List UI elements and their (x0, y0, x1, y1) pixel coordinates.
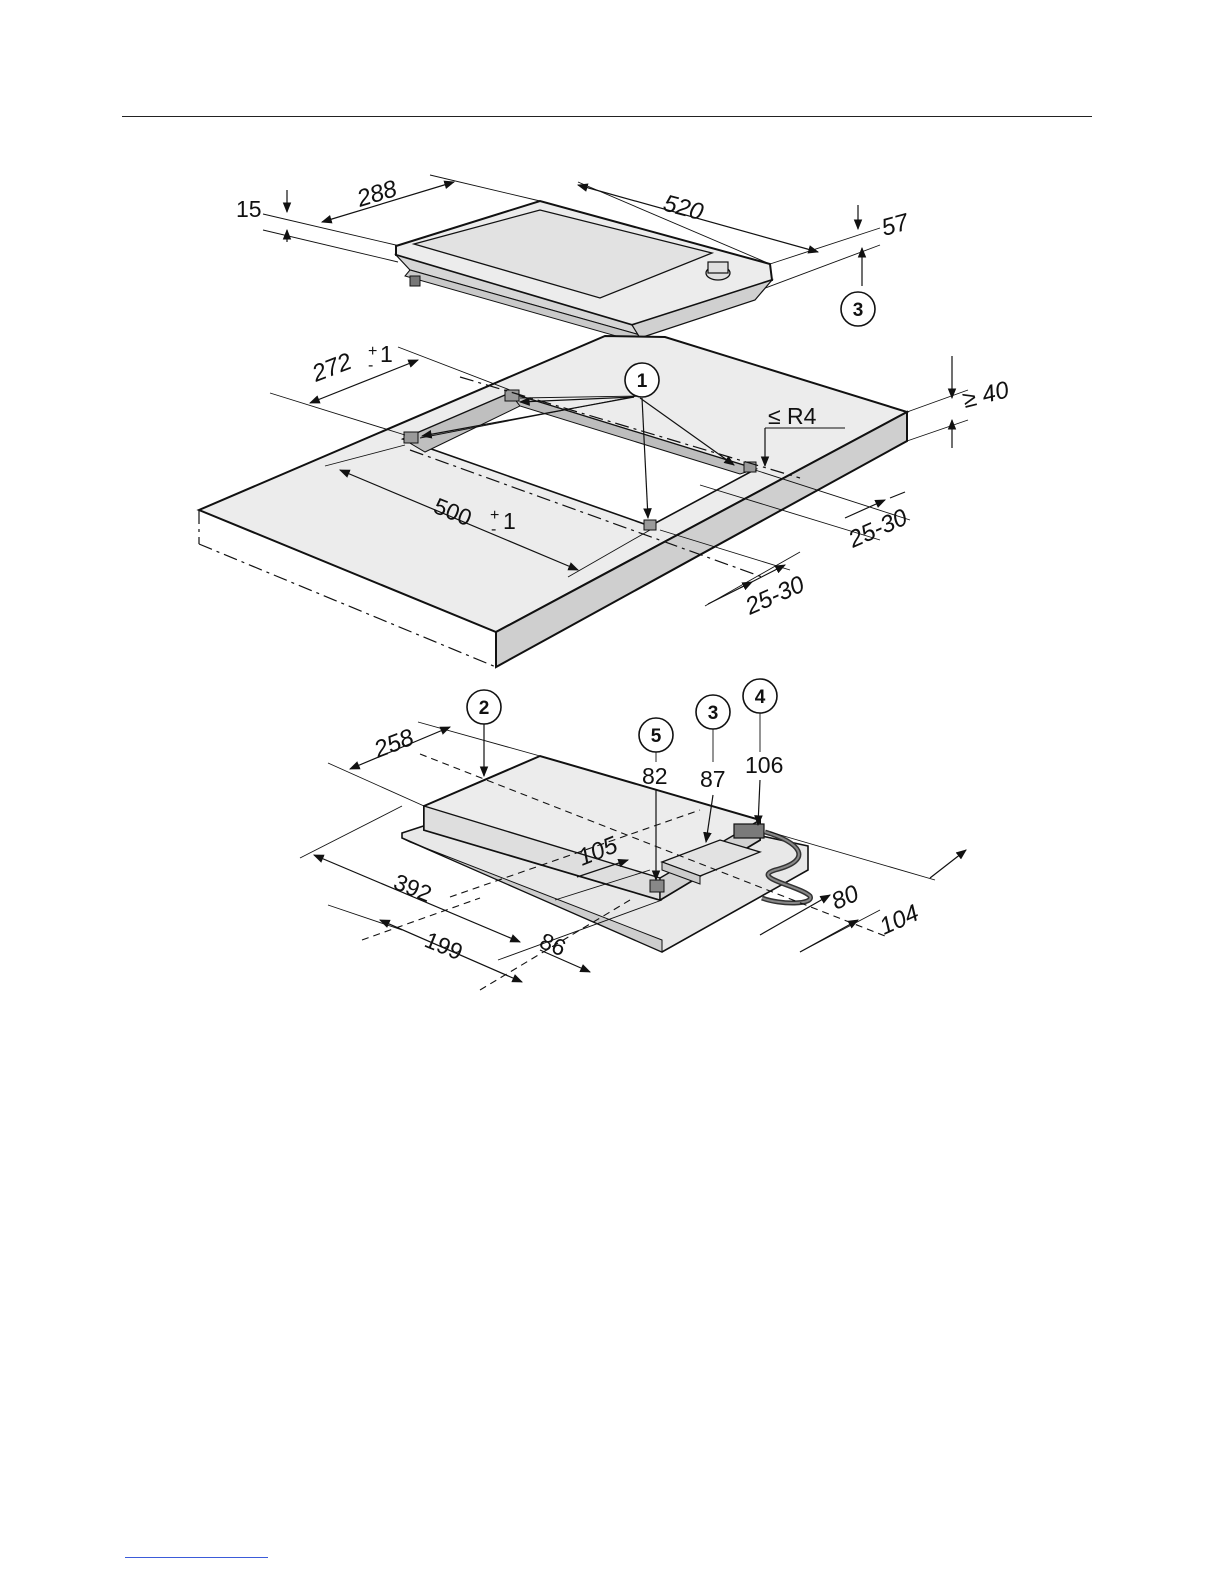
dim-520: 520 (660, 190, 706, 227)
bottom-link-rule (125, 1557, 268, 1558)
svg-text:-: - (368, 357, 373, 374)
svg-text:1: 1 (380, 341, 393, 367)
callout-3-bottom: 3 (696, 695, 730, 729)
dim-82: 82 (642, 763, 668, 789)
callout-1: 1 (625, 363, 659, 397)
dim-80: 80 (827, 880, 863, 916)
dim-25-30-front: 25-30 (741, 571, 810, 621)
dim-199: 199 (421, 927, 466, 965)
svg-text:1: 1 (637, 371, 648, 392)
dim-87: 87 (700, 766, 726, 792)
dim-15: 15 (236, 196, 262, 222)
appliance-top-view (263, 175, 880, 345)
dim-40: ≥ 40 (960, 376, 1012, 414)
dim-86: 86 (536, 928, 569, 962)
svg-text:4: 4 (755, 687, 766, 708)
svg-text:3: 3 (853, 300, 864, 321)
svg-text:3: 3 (708, 703, 719, 724)
svg-text:1: 1 (503, 508, 516, 534)
svg-text:-: - (491, 521, 496, 538)
dim-288: 288 (353, 175, 401, 213)
dim-R4: ≤ R4 (768, 403, 817, 429)
callout-3-top: 3 (841, 292, 875, 326)
dim-104: 104 (875, 900, 923, 941)
dim-57: 57 (879, 208, 913, 241)
svg-text:2: 2 (479, 698, 490, 719)
callout-5: 5 (639, 718, 673, 752)
svg-text:272: 272 (308, 348, 356, 388)
dim-392: 392 (390, 869, 435, 907)
countertop-cutout (199, 336, 968, 667)
callout-4: 4 (743, 679, 777, 713)
callout-2: 2 (467, 690, 501, 724)
dim-106: 106 (745, 752, 783, 778)
svg-text:5: 5 (651, 726, 662, 747)
dim-272: 272 + - 1 (308, 341, 393, 388)
dim-25-30-side: 25-30 (844, 504, 913, 554)
